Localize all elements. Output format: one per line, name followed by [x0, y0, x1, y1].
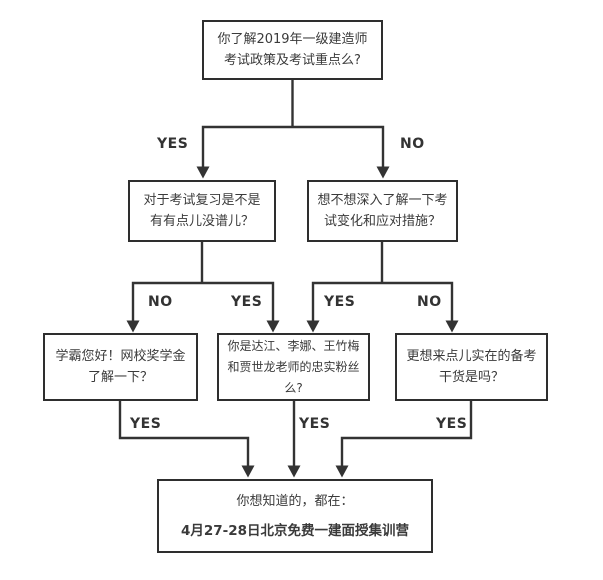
node-review-line1: 对于考试复习是不是	[143, 193, 261, 208]
node-drygoods-question: 更想来点儿实在的备考 干货是吗？	[395, 333, 548, 401]
arrowheads	[126, 166, 459, 478]
branch-label-bottom-mid-yes: YES	[299, 416, 331, 432]
node-start-question: 你了解2019年一级建造师 考试政策及考试重点么?	[202, 20, 383, 80]
branch-label-bottom-right-yes: YES	[436, 416, 468, 432]
branch-label-bottom-left-yes: YES	[130, 416, 162, 432]
branch-label-level2-left-no: NO	[148, 294, 173, 310]
node-review-question: 对于考试复习是不是 有有点儿没谱儿？	[128, 180, 276, 242]
node-result-line2: 4月27-28日北京免费一建面授集训营	[180, 522, 410, 539]
node-scholarship-line2: 了解一下？	[87, 370, 153, 385]
node-drygoods-line2: 干货是吗？	[438, 370, 504, 385]
branch-label-level2-left-yes: YES	[231, 294, 263, 310]
node-result-line1: 你想知道的，都在：	[236, 493, 354, 509]
node-review-line2: 有有点儿没谱儿？	[149, 214, 254, 229]
branch-label-level1-yes: YES	[157, 136, 189, 152]
node-start-line1: 你了解2019年一级建造师	[217, 32, 368, 47]
node-start-line2: 考试政策及考试重点么?	[224, 53, 361, 68]
node-changes-line1: 想不想深入了解一下考	[317, 193, 448, 208]
branch-label-level2-right-no: NO	[417, 294, 442, 310]
node-drygoods-line1: 更想来点儿实在的备考	[406, 349, 537, 364]
node-scholarship-question: 学霸您好！网校奖学金 了解一下？	[43, 333, 198, 401]
node-fans-line1: 你是达江、李娜、王竹梅	[227, 338, 360, 353]
node-fans-line2: 和贾世龙老师的忠实粉丝么?	[227, 359, 360, 395]
branch-label-level1-no: NO	[400, 136, 425, 152]
node-changes-line2: 试变化和应对措施？	[323, 214, 441, 229]
node-fans-question: 你是达江、李娜、王竹梅 和贾世龙老师的忠实粉丝么?	[217, 333, 370, 401]
branch-label-level2-right-yes: YES	[324, 294, 356, 310]
node-result-final: 你想知道的，都在： 4月27-28日北京免费一建面授集训营	[157, 479, 433, 553]
node-scholarship-line1: 学霸您好！网校奖学金	[55, 349, 186, 364]
node-changes-question: 想不想深入了解一下考 试变化和应对措施？	[307, 180, 458, 242]
